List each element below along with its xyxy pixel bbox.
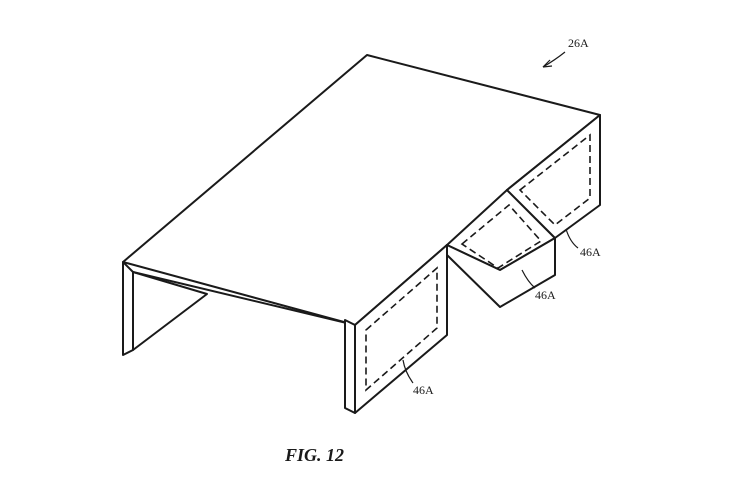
right-flap-dashed-region xyxy=(518,133,591,227)
label-46a-left-leg: 46A xyxy=(413,383,434,397)
left-front-leg xyxy=(122,261,134,356)
leader-26a xyxy=(542,51,566,68)
left-inner-edge xyxy=(132,271,356,326)
front-flap-edge xyxy=(344,319,356,414)
fold-segment-front xyxy=(446,237,556,308)
label-46a-fold: 46A xyxy=(535,288,556,302)
left-inner-wall xyxy=(132,271,208,351)
figure-caption: FIG. 12 xyxy=(284,445,344,465)
front-flap-dashed-region xyxy=(365,266,438,392)
leader-46a-fold xyxy=(521,269,536,289)
label-46a-right: 46A xyxy=(580,245,601,259)
label-26a: 26A xyxy=(568,36,589,50)
leader-46a-right xyxy=(565,228,579,249)
leader-26a-arrow xyxy=(542,59,553,68)
leader-46a-left xyxy=(402,359,414,384)
